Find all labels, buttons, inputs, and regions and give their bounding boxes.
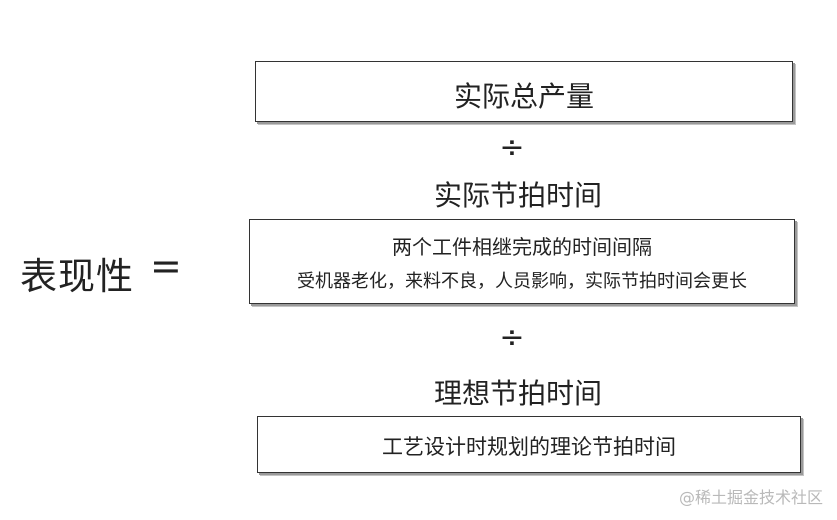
equals-sign: = — [150, 244, 182, 288]
performance-label: 表现性 — [20, 255, 134, 298]
actual-cycle-box: 两个工件相继完成的时间间隔 受机器老化，来料不良，人员影响，实际节拍时间会更长 — [249, 219, 795, 304]
ideal-cycle-box: 工艺设计时规划的理论节拍时间 — [257, 416, 801, 473]
actual-cycle-line-2: 受机器老化，来料不良，人员影响，实际节拍时间会更长 — [297, 271, 747, 292]
watermark-text: @稀土掘金技术社区 — [678, 488, 823, 507]
ideal-cycle-text: 工艺设计时规划的理论节拍时间 — [382, 435, 676, 459]
divide-sign-1: ÷ — [499, 130, 525, 165]
total-output-box: 实际总产量 — [255, 61, 793, 122]
actual-cycle-heading: 实际节拍时间 — [433, 179, 602, 212]
ideal-cycle-heading: 理想节拍时间 — [433, 377, 602, 410]
divide-sign-2: ÷ — [499, 320, 525, 355]
actual-cycle-line-1: 两个工件相继完成的时间间隔 — [392, 235, 652, 259]
total-output-text: 实际总产量 — [453, 80, 594, 113]
